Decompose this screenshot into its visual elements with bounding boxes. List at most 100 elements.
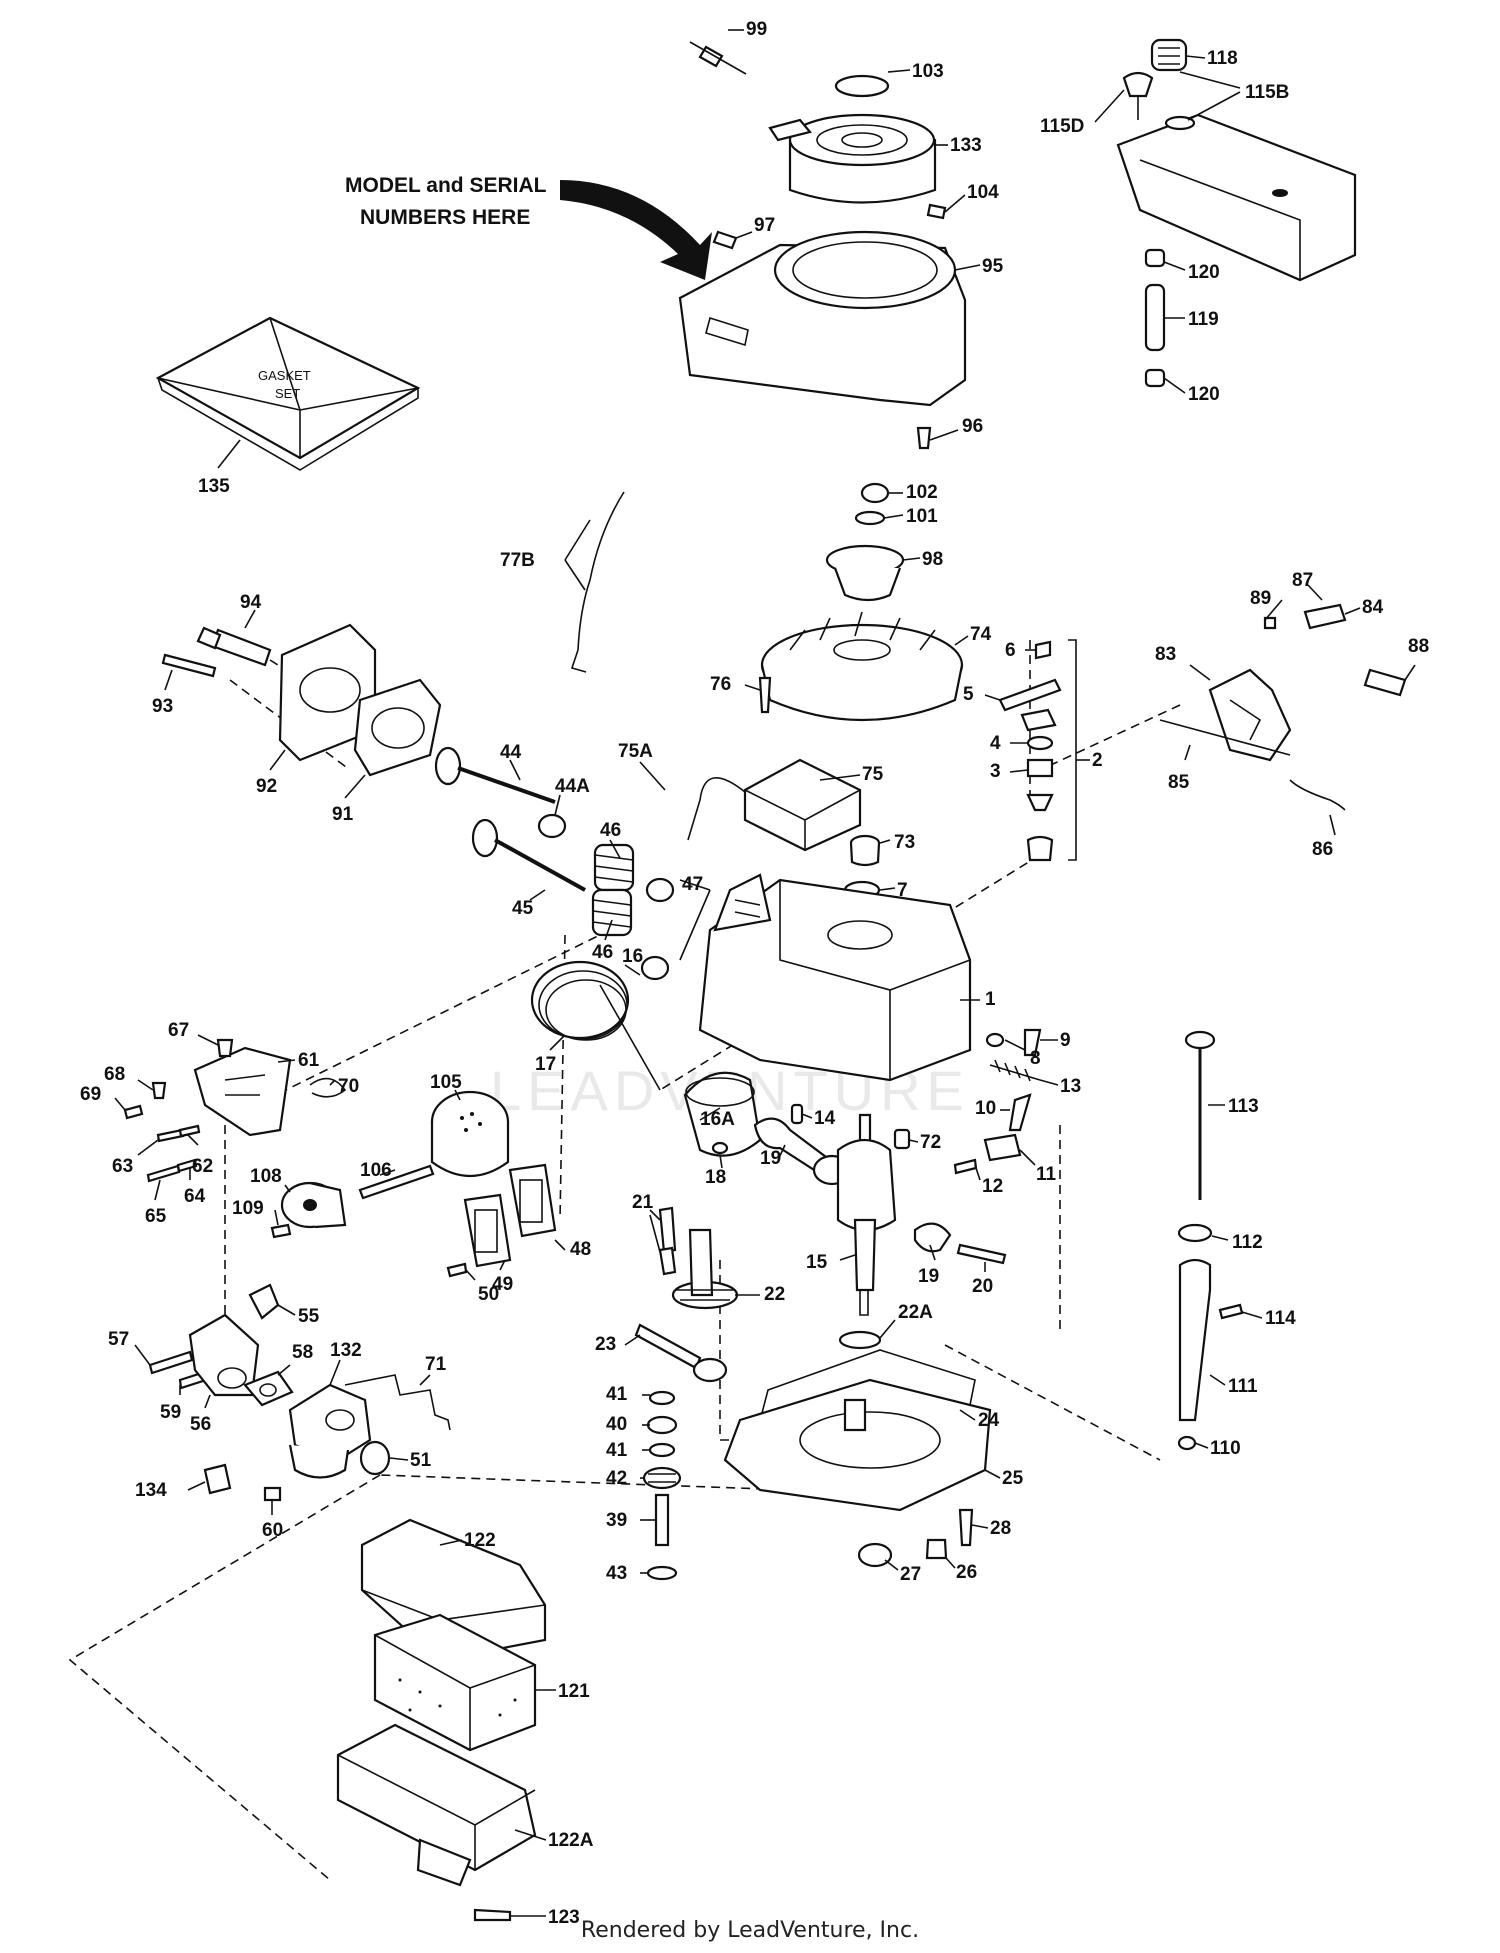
part-45-shape <box>471 818 586 892</box>
part-label: 97 <box>754 215 775 236</box>
part-label: 75A <box>618 741 653 762</box>
part-111-shape <box>1178 1258 1212 1422</box>
part-label: 17 <box>535 1054 556 1075</box>
part-26-shape <box>925 1538 948 1560</box>
callout-line-2: NUMBERS HERE <box>360 206 530 229</box>
part-label: 95 <box>982 256 1004 277</box>
part-61-shape <box>193 1046 292 1137</box>
part-label: 49 <box>492 1274 513 1295</box>
part-label: 62 <box>192 1156 213 1177</box>
part-18-shape <box>711 1141 729 1155</box>
part-label: 40 <box>606 1414 627 1435</box>
part-123-shape <box>473 1908 512 1922</box>
governor-shapes <box>1159 603 1407 811</box>
part-77B-shape <box>570 491 625 673</box>
part-49-shape <box>463 1193 512 1268</box>
part-label: 88 <box>1408 636 1429 657</box>
part-48-shape <box>508 1163 557 1238</box>
part-label: 101 <box>906 506 938 527</box>
part-label: 28 <box>990 1518 1011 1539</box>
part-12-shape <box>953 1158 978 1175</box>
part-label: 15 <box>806 1252 828 1273</box>
fuel-line-shapes <box>1144 248 1166 388</box>
part-22A-shape <box>838 1330 882 1350</box>
part-113-shape <box>1184 1030 1216 1200</box>
part-label: 51 <box>410 1450 432 1471</box>
part-115D-shape <box>1122 71 1154 120</box>
part-74-shape <box>760 611 964 722</box>
part-label: 104 <box>967 182 999 203</box>
part-label: 50 <box>478 1284 499 1305</box>
part-label: 133 <box>950 135 982 156</box>
part-label: 89 <box>1250 588 1271 609</box>
part-64-shape <box>176 1158 198 1173</box>
part-44A-shape <box>537 813 567 839</box>
part-label: 22A <box>898 1302 933 1323</box>
part-label: 92 <box>256 776 277 797</box>
part-99-shape <box>689 41 747 75</box>
part-label: 113 <box>1228 1096 1259 1117</box>
part-label: 16 <box>622 946 643 967</box>
part-label: 85 <box>1168 772 1190 793</box>
part-label: 13 <box>1060 1076 1081 1097</box>
part-label: 77B <box>500 550 535 571</box>
part-label: 96 <box>962 416 983 437</box>
part-22-shape <box>671 1228 739 1310</box>
part-96-shape <box>916 426 932 450</box>
part-label: 47 <box>682 874 703 895</box>
part-118-shape <box>1150 38 1188 72</box>
part-label: 71 <box>425 1354 447 1375</box>
part-label: 3 <box>990 761 1001 782</box>
part-label: 4 <box>990 733 1001 754</box>
part-label: 25 <box>1002 1468 1024 1489</box>
part-label: 59 <box>160 1402 181 1423</box>
part-label: 2 <box>1092 750 1103 771</box>
part-label: 27 <box>900 1564 921 1585</box>
part-label: 24 <box>978 1410 1000 1431</box>
part-109-shape <box>270 1223 292 1239</box>
part-94-shape <box>196 626 272 667</box>
part-114-shape <box>1218 1303 1244 1320</box>
part-label: 41 <box>606 1384 628 1405</box>
part-95-shape <box>678 230 967 407</box>
part-75-shape <box>687 758 862 852</box>
part-25-shape <box>723 1378 992 1512</box>
gasket-text-1: GASKET <box>258 368 311 383</box>
part-label: 91 <box>332 804 354 825</box>
part-label: 41 <box>606 1440 628 1461</box>
part-label: 45 <box>512 898 534 919</box>
part-label: 76 <box>710 674 731 695</box>
part-label: 70 <box>338 1076 359 1097</box>
part-8-shape <box>985 1032 1005 1048</box>
part-19b-shape <box>913 1222 952 1253</box>
part-label: 73 <box>894 832 915 853</box>
part-70-shape <box>309 1077 347 1098</box>
part-label: 19 <box>760 1148 781 1169</box>
part-label: 12 <box>982 1176 1003 1197</box>
part-14-shape <box>790 1103 804 1125</box>
part-label: 68 <box>104 1064 125 1085</box>
part-label: 112 <box>1232 1232 1263 1253</box>
part-label: 63 <box>112 1156 133 1177</box>
part-134-shape <box>203 1463 232 1495</box>
part-112-shape <box>1177 1223 1213 1243</box>
brake-stack-shapes <box>998 639 1077 862</box>
part-label: 119 <box>1188 309 1219 330</box>
part-label: 61 <box>298 1050 320 1071</box>
part-62-shape <box>178 1124 201 1138</box>
part-104-shape <box>926 203 947 220</box>
part-27-shape <box>857 1542 893 1568</box>
part-label: 93 <box>152 696 173 717</box>
part-labels: 99 103 133 104 97 95 96 118 115B 115D 12… <box>80 19 1429 1928</box>
part-label: 22 <box>764 1284 785 1305</box>
part-label: 103 <box>912 61 944 82</box>
part-label: 106 <box>360 1160 392 1181</box>
part-label: 99 <box>746 19 767 40</box>
part-label: 21 <box>632 1192 654 1213</box>
part-108-shape <box>280 1181 347 1229</box>
part-label: 132 <box>330 1340 362 1361</box>
part-91-shape <box>353 678 442 777</box>
part-57-shape <box>148 1350 194 1375</box>
part-label: 65 <box>145 1206 167 1227</box>
part-50-shape <box>446 1262 468 1278</box>
